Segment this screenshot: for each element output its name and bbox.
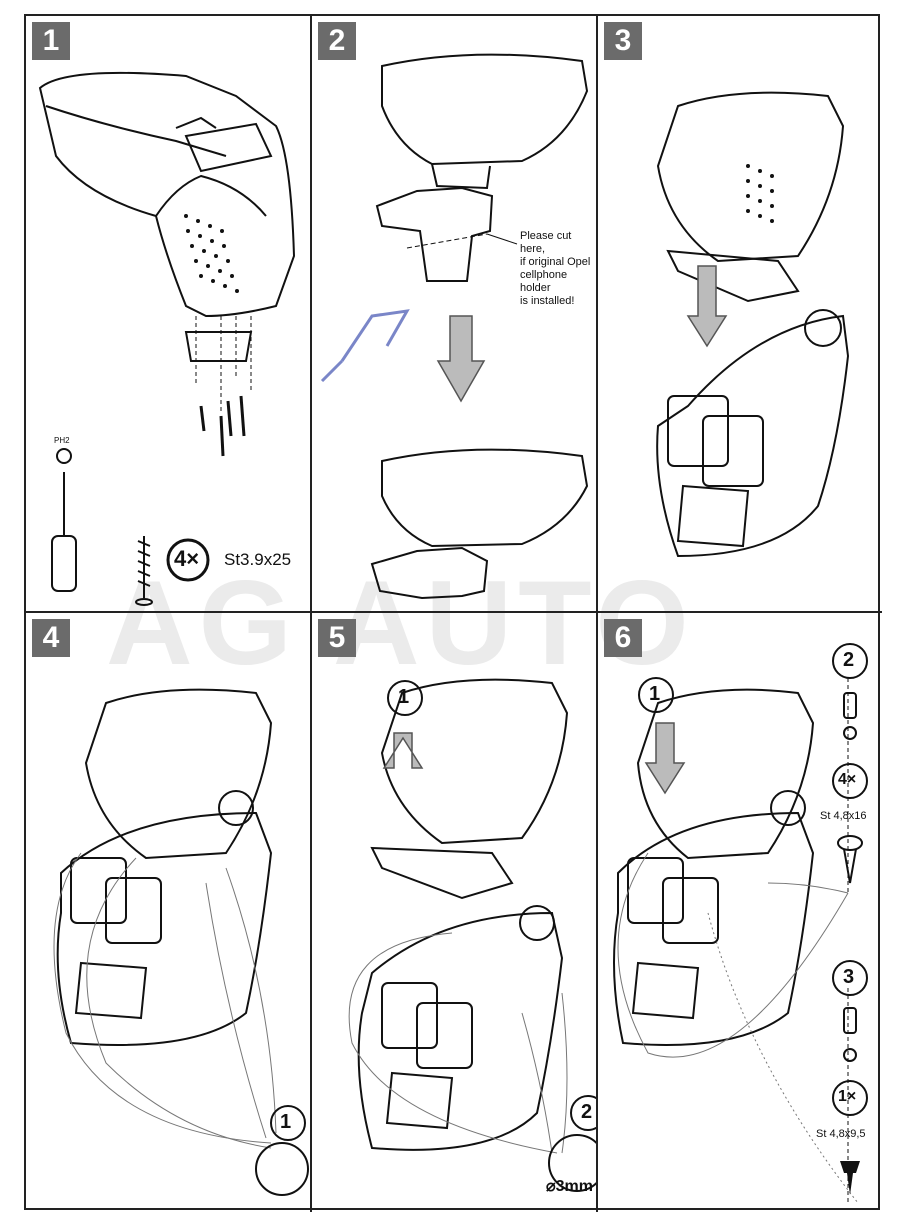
drill-size-label: ⌀3mm [546,1178,593,1195]
substep-number: 1 [280,1111,292,1133]
armrest-lift-drill-illustration [348,678,596,1192]
step-panel-5: 5 1 2 ⌀3mm [312,613,598,1212]
step-number-1: 1 [32,22,70,60]
self-tapping-screw-icon [837,835,863,884]
wood-screw-icon [135,536,153,606]
step-number-3: 3 [604,22,642,60]
substep-1-number: 1 [398,686,410,708]
step-panel-6: 6 [598,613,882,1212]
step-number-6: 6 [604,619,642,657]
qty-b-label: 1× [838,1088,857,1105]
qty-a-circle [832,763,868,799]
screw-a-spec: St 4,8x16 [820,810,867,822]
up-arrow-icon [382,732,424,769]
flat-screwdriver-icon [843,1007,857,1062]
screwdriver-type-label: PH2 [54,436,70,445]
armrest-exploded-illustration [38,71,296,606]
screwdriver-icon [51,448,77,592]
qty-a-label: 4× [838,771,857,788]
quantity-circle [166,538,210,582]
substep-1-circle [638,677,674,713]
screw-spec: St3.9x25 [224,550,292,569]
substep-2-circle [832,643,868,679]
step-panel-2: 2 Please cut here, if original Opel cell… [312,16,598,613]
armrest-cut-illustration [320,53,589,600]
down-arrow-icon [686,265,728,348]
instruction-sheet: AG AUTO 1 [24,14,882,1212]
qty-b-circle [832,1080,868,1116]
step-number-5: 5 [318,619,356,657]
screw-quantity: 4× [174,546,200,571]
hex-screw-icon [840,1161,860,1195]
down-arrow-icon [644,722,686,795]
cut-note: Please cut here, if original Opel cellph… [520,230,591,307]
substep-2-number: 2 [581,1101,593,1123]
screw-b-spec: St 4,8x9,5 [816,1128,866,1140]
step-panel-3: 3 [598,16,882,613]
step-number-4: 4 [32,619,70,657]
step-panel-1: 1 [26,16,312,613]
substep-2-circle [570,1095,596,1131]
substep-2-number: 2 [843,649,855,671]
drill-bit-circle [548,1134,596,1192]
substep-3-circle [832,960,868,996]
screwdriver-icon [843,692,857,740]
armrest-placement-illustration [656,91,850,558]
step-number-2: 2 [318,22,356,60]
substep-1-number: 1 [649,683,661,705]
watermark: AG AUTO [106,556,695,690]
substep-1-circle [255,1105,309,1196]
step-panel-4: 4 1 [26,613,312,1212]
hacksaw-icon [320,309,410,383]
down-arrow-icon [436,315,486,403]
substep-1-circle [387,680,423,716]
armrest-mounted-illustration [53,688,309,1196]
armrest-screw-fix-illustration [613,643,868,1204]
substep-3-number: 3 [843,966,855,988]
